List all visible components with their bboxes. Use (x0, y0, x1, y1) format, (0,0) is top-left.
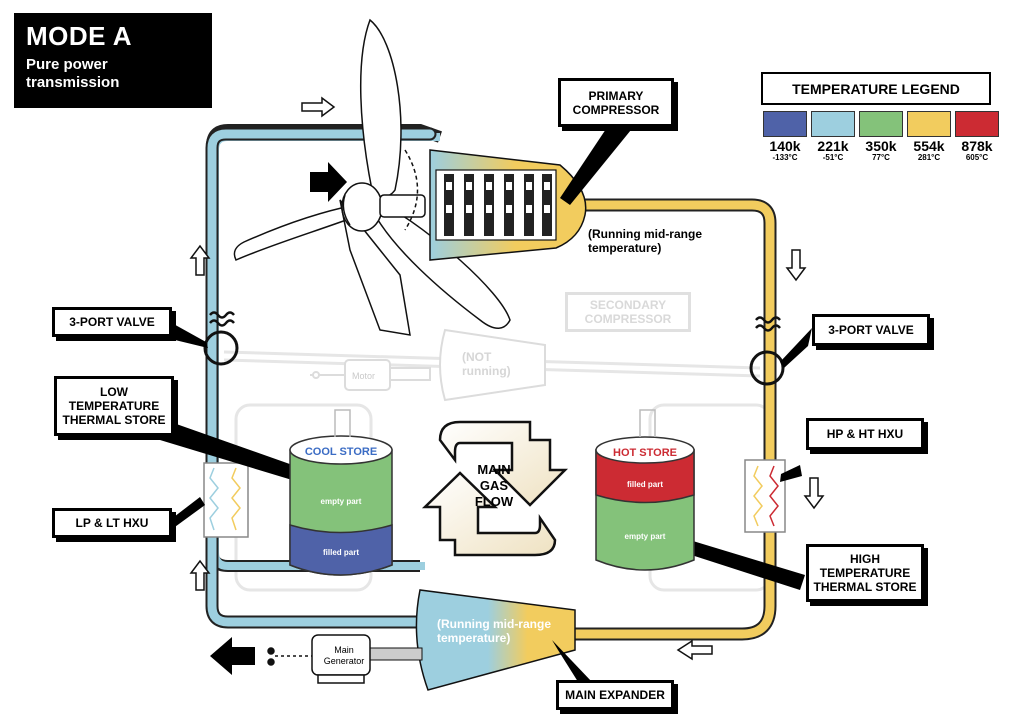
legend-celsius: 281°C (917, 153, 941, 162)
lp-hxu-body (203, 462, 249, 538)
hot-store-tank (595, 409, 695, 571)
low-store-label: LOW TEMPERATURE THERMAL STORE (54, 376, 174, 436)
main-gas-flow-arrows (421, 420, 569, 557)
cool-store-top-part: empty part (320, 497, 362, 506)
valve-right-label: 3-PORT VALVE (812, 314, 930, 346)
main-generator-body (267, 634, 371, 684)
mode-title: MODE A (26, 21, 133, 51)
primary-compressor (429, 149, 587, 261)
primary-compressor-label: PRIMARY COMPRESSOR (558, 78, 674, 127)
hp-hxu-body (744, 459, 786, 533)
hot-store-bottom-part: empty part (624, 532, 666, 541)
valve-right-circle (749, 316, 785, 386)
legend-kelvin: 878k (961, 138, 993, 154)
main-expander-note: (Running mid-range temperature) (437, 617, 551, 645)
hot-store-title: HOT STORE (613, 447, 677, 459)
mode-subtitle: Pure power transmission (26, 56, 120, 91)
hp-hxu-label: HP & HT HXU (806, 418, 924, 450)
legend-kelvin: 221k (817, 138, 849, 154)
primary-compressor-note: (Running mid-range temperature) (588, 227, 702, 255)
cool-store-title: COOL STORE (304, 446, 378, 458)
main-gas-flow-label: MAIN GAS FLOW (474, 462, 514, 509)
secondary-compressor-note: (NOT running) (462, 350, 511, 378)
wind-turbine (233, 18, 511, 336)
legend-celsius: 77°C (872, 153, 890, 162)
legend-swatch (811, 111, 855, 137)
legend-swatch (907, 111, 951, 137)
cool-store-tank (289, 409, 393, 576)
flow-arrows (189, 96, 825, 661)
mode-header: MODE A Pure power transmission (14, 13, 212, 108)
legend-celsius: 605°C (965, 153, 989, 162)
main-expander-label: MAIN EXPANDER (556, 680, 674, 710)
main-generator-label: Main Generator (323, 645, 365, 666)
legend-celsius: -133°C (772, 153, 798, 162)
motor-label: Motor (352, 371, 376, 381)
legend-swatch (763, 111, 807, 137)
valve-left-label: 3-PORT VALVE (52, 307, 172, 337)
valve-left-circle (203, 311, 239, 366)
legend-kelvin: 140k (769, 138, 801, 154)
secondary-compressor-label: SECONDARY COMPRESSOR (565, 292, 691, 332)
legend-swatch (955, 111, 999, 137)
legend-swatch (859, 111, 903, 137)
lp-hxu-label: LP & LT HXU (52, 508, 172, 538)
cool-store-bottom-part: filled part (322, 548, 359, 557)
main-loop (205, 127, 777, 641)
main-expander-body (367, 589, 576, 691)
power-arrows (210, 162, 347, 675)
legend-celsius: -51°C (822, 153, 844, 162)
legend-title: TEMPERATURE LEGEND (761, 72, 991, 105)
legend-kelvin: 554k (913, 138, 945, 154)
secondary-compressor (310, 328, 546, 402)
legend-kelvin: 350k (865, 138, 897, 154)
hot-store-top-part: filled part (626, 480, 663, 489)
high-store-label: HIGH TEMPERATURE THERMAL STORE (806, 544, 924, 602)
